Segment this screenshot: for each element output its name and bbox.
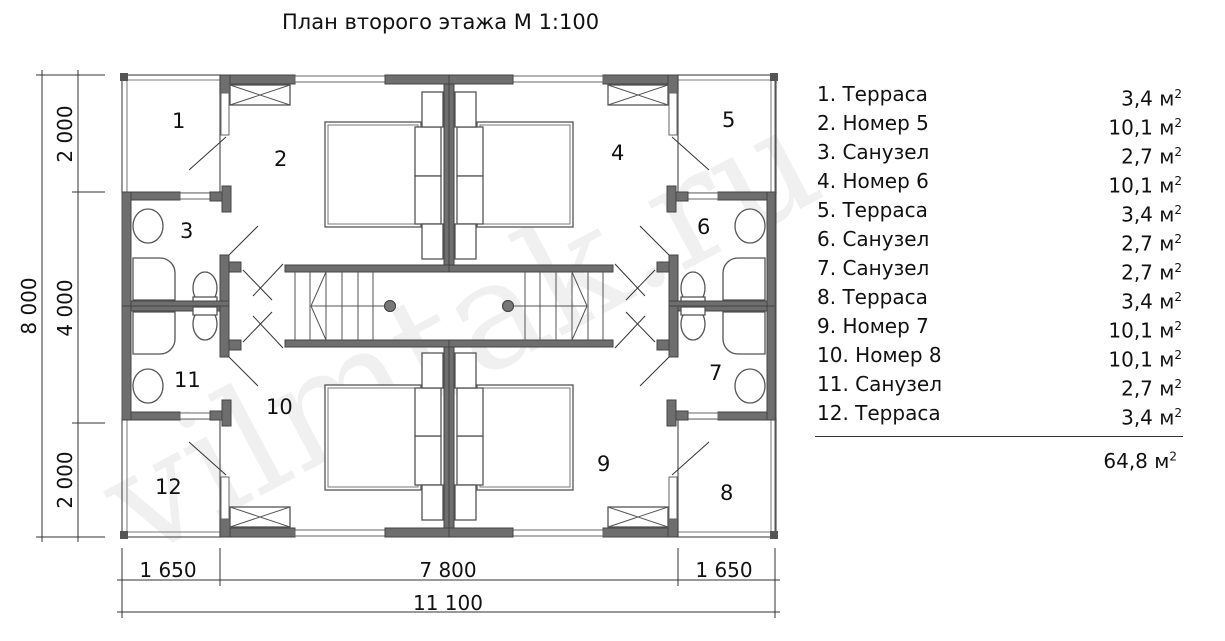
legend-name: 8. Терраса <box>817 285 928 309</box>
legend-row: 6. Санузел 2,7 м2 <box>817 225 1182 256</box>
room-2-label: 2 <box>274 147 287 171</box>
total-area: 64,8 м2 <box>1103 449 1177 473</box>
legend-name: 3. Санузел <box>817 140 930 164</box>
legend-area: 3,4 м2 <box>1121 289 1182 314</box>
room-5-label: 5 <box>722 108 735 132</box>
legend-name: 12. Терраса <box>817 401 941 425</box>
dim-total-width: 11 100 <box>413 591 483 615</box>
legend-divider <box>815 436 1183 437</box>
room-4-label: 4 <box>611 141 624 165</box>
dim-bottom-left: 1 650 <box>139 558 196 582</box>
room-1-label: 1 <box>172 109 185 133</box>
legend-name: 7. Санузел <box>817 256 930 280</box>
legend-name: 5. Терраса <box>817 198 928 222</box>
legend-row: 10. Номер 8 10,1 м2 <box>817 341 1182 372</box>
legend-row: 5. Терраса 3,4 м2 <box>817 196 1182 227</box>
dim-bottom-mid: 7 800 <box>419 558 476 582</box>
plan-title: План второго этажа М 1:100 <box>282 10 600 34</box>
legend-name: 1. Терраса <box>817 82 928 106</box>
legend-area: 3,4 м2 <box>1121 405 1182 430</box>
legend-area: 2,7 м2 <box>1121 376 1182 401</box>
legend-area: 10,1 м2 <box>1108 318 1182 343</box>
legend-area: 2,7 м2 <box>1121 260 1182 285</box>
dim-bottom-right: 1 650 <box>695 558 752 582</box>
legend-row: 3. Санузел 2,7 м2 <box>817 138 1182 169</box>
legend-name: 2. Номер 5 <box>817 111 929 135</box>
legend-area: 10,1 м2 <box>1108 115 1182 140</box>
room-10-label: 10 <box>266 395 293 419</box>
legend-row: 12. Терраса 3,4 м2 <box>817 399 1182 430</box>
legend-name: 9. Номер 7 <box>817 314 929 338</box>
legend-area: 10,1 м2 <box>1108 347 1182 372</box>
dim-left-top: 2 000 <box>53 105 77 162</box>
room-12-label: 12 <box>155 475 182 499</box>
legend-name: 11. Санузел <box>817 372 943 396</box>
legend-area: 3,4 м2 <box>1121 86 1182 111</box>
dimension-lines <box>36 70 780 618</box>
room-legend: 1. Терраса 3,4 м2 2. Номер 5 10,1 м2 3. Са… <box>817 80 1182 430</box>
legend-name: 6. Санузел <box>817 227 930 251</box>
room-3-label: 3 <box>180 219 193 243</box>
legend-row: 11. Санузел 2,7 м2 <box>817 370 1182 401</box>
legend-row: 1. Терраса 3,4 м2 <box>817 80 1182 111</box>
room-6-label: 6 <box>697 215 710 239</box>
room-9-label: 9 <box>597 452 610 476</box>
legend-row: 2. Номер 5 10,1 м2 <box>817 109 1182 140</box>
legend-name: 4. Номер 6 <box>817 169 929 193</box>
legend-name: 10. Номер 8 <box>817 343 942 367</box>
legend-area: 3,4 м2 <box>1121 202 1182 227</box>
dim-total-height: 8 000 <box>17 277 41 334</box>
legend-area: 2,7 м2 <box>1121 144 1182 169</box>
room-7-label: 7 <box>709 361 722 385</box>
legend-row: 9. Номер 7 10,1 м2 <box>817 312 1182 343</box>
legend-row: 8. Терраса 3,4 м2 <box>817 283 1182 314</box>
legend-area: 10,1 м2 <box>1108 173 1182 198</box>
legend-row: 7. Санузел 2,7 м2 <box>817 254 1182 285</box>
room-8-label: 8 <box>720 481 733 505</box>
dim-left-mid: 4 000 <box>53 279 77 336</box>
dim-left-bottom: 2 000 <box>53 451 77 508</box>
legend-row: 4. Номер 6 10,1 м2 <box>817 167 1182 198</box>
legend-area: 2,7 м2 <box>1121 231 1182 256</box>
room-11-label: 11 <box>174 368 201 392</box>
